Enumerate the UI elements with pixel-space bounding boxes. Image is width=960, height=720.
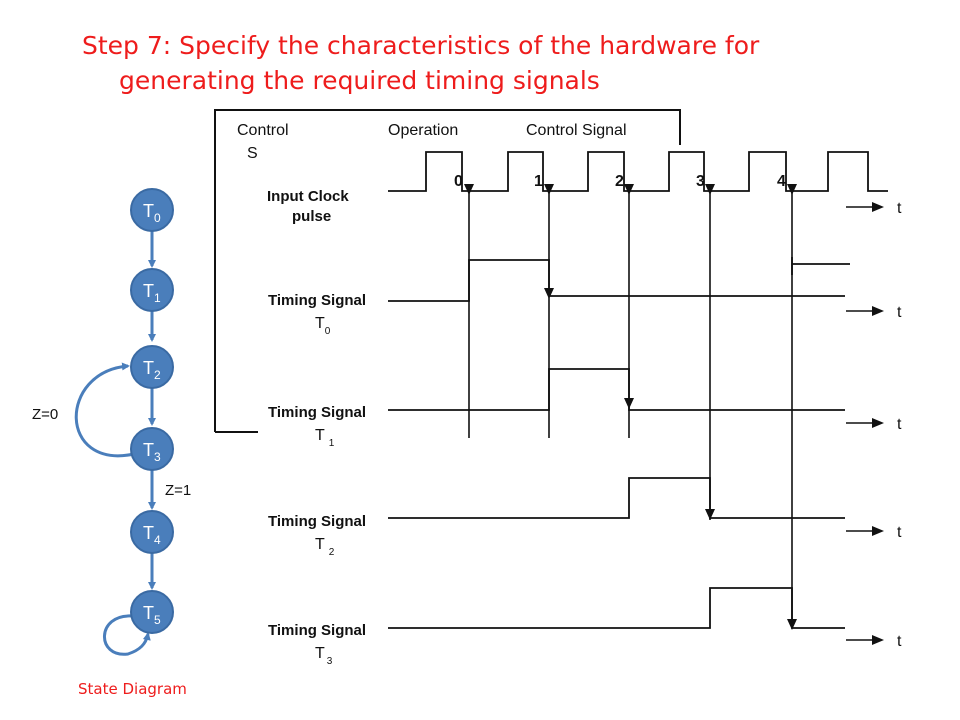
time-arrowhead <box>872 526 884 536</box>
state-label-t0: T0 <box>143 201 161 225</box>
time-arrow-shafts <box>846 206 872 641</box>
state-node-t1: T1 <box>130 268 174 312</box>
title-line-1: Step 7: Specify the characteristics of t… <box>82 31 760 60</box>
time-label: t <box>897 524 902 541</box>
clock-arrowhead <box>787 184 797 195</box>
state-node-t0: T0 <box>130 188 174 232</box>
t2-waveform <box>388 477 845 519</box>
clock-arrowhead <box>544 184 554 195</box>
header-control-signal: Control Signal <box>526 122 627 139</box>
time-arrowhead <box>872 202 884 212</box>
pulse-number-3: 3 <box>696 173 705 190</box>
state-label-t4: T4 <box>143 523 161 547</box>
time-label: t <box>897 416 902 433</box>
clock-arrowhead <box>705 184 715 195</box>
t3-waveform <box>388 587 845 629</box>
t0-fall-arrowhead <box>544 288 554 299</box>
pulse-number-4: 4 <box>777 173 786 190</box>
exit-condition-label: Z=1 <box>165 482 191 499</box>
state-label-t1: T1 <box>143 281 161 305</box>
table-frame <box>214 109 681 433</box>
clock-label-line-2: pulse <box>292 208 331 225</box>
time-arrowhead <box>872 418 884 428</box>
state-node-t3: T3 <box>130 427 174 471</box>
signal-label-t1: Timing Signal <box>268 404 366 421</box>
time-arrowhead <box>872 306 884 316</box>
slide-title: Step 7: Specify the characteristics of t… <box>82 28 942 98</box>
t2-fall-arrowhead <box>705 509 715 520</box>
pulse-number-0: 0 <box>454 173 463 190</box>
clock-label-line-1: Input Clock <box>267 188 349 205</box>
pulse-number-2: 2 <box>615 173 624 190</box>
time-arrowhead <box>872 635 884 645</box>
state-node-t5: T5 <box>130 590 174 634</box>
state-label-t5: T5 <box>143 603 161 627</box>
signal-label-t2: Timing Signal <box>268 513 366 530</box>
t3-fall-arrowhead <box>787 619 797 630</box>
t1-waveform <box>388 368 845 411</box>
t1-fall-arrowhead <box>624 398 634 409</box>
state-label-t2: T2 <box>143 358 161 382</box>
signal-name-t0: T0 <box>315 315 331 337</box>
self-loop-t5 <box>103 614 151 656</box>
signal-label-t3: Timing Signal <box>268 622 366 639</box>
t0-waveform <box>388 259 845 302</box>
header-operation: Operation <box>388 122 458 139</box>
header-control-partial: S <box>247 145 258 162</box>
clock-arrowhead <box>624 184 634 195</box>
time-label: t <box>897 304 902 321</box>
time-label: t <box>897 200 902 217</box>
clock-arrowhead <box>464 184 474 195</box>
pulse-number-1: 1 <box>534 173 543 190</box>
loop-condition-label: Z=0 <box>32 406 58 423</box>
state-label-t3: T3 <box>143 440 161 464</box>
state-node-t2: T2 <box>130 345 174 389</box>
signal-label-t0: Timing Signal <box>268 292 366 309</box>
header-control: Control <box>237 122 289 139</box>
state-node-t4: T4 <box>130 510 174 554</box>
loop-t3-t2 <box>74 362 135 458</box>
state-diagram-caption: State Diagram <box>78 680 187 698</box>
title-line-2: generating the required timing signals <box>119 66 600 95</box>
time-label: t <box>897 633 902 650</box>
